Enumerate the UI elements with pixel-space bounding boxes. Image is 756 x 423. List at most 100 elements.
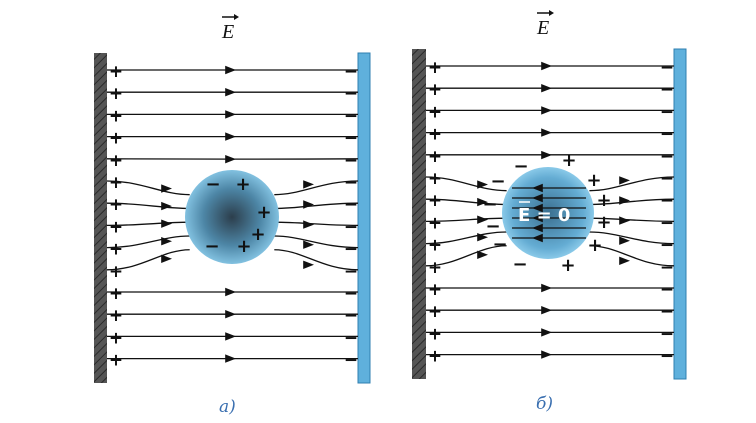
- plate-negative-charge: −: [344, 240, 358, 260]
- field-arrow: [225, 132, 236, 141]
- plate-positive-charge: +: [109, 351, 123, 371]
- plate-negative-charge: −: [660, 280, 674, 300]
- plate-negative-charge: −: [660, 324, 674, 344]
- field-line: [425, 245, 675, 267]
- field-arrow-left: [477, 215, 488, 224]
- plate-negative-charge: −: [344, 173, 358, 193]
- plate-negative-charge: −: [344, 351, 358, 371]
- induced-positive-charge: +: [586, 170, 601, 191]
- field-line: [106, 180, 359, 196]
- induced-positive-charge: +: [596, 190, 611, 211]
- left-plate-b: [412, 49, 426, 379]
- induced-negative-charge: −: [205, 174, 220, 195]
- induced-positive-charge: +: [235, 174, 250, 195]
- plate-positive-charge: +: [428, 125, 442, 145]
- field-arrow-right: [303, 240, 314, 249]
- field-arrow-left: [477, 233, 488, 242]
- field-line: [425, 198, 675, 206]
- field-arrow: [225, 332, 236, 341]
- plate-positive-charge: +: [109, 284, 123, 304]
- plate-negative-charge: −: [660, 58, 674, 78]
- internal-field-arrow: [532, 203, 543, 213]
- field-arrow-right: [619, 216, 630, 225]
- field-line: [106, 249, 359, 271]
- field-line: [106, 202, 359, 210]
- induced-positive-charge: +: [561, 150, 576, 171]
- field-arrow: [225, 354, 236, 363]
- field-arrow: [541, 84, 552, 93]
- induced-negative-charge: −: [512, 254, 527, 275]
- field-arrow: [225, 287, 236, 297]
- plate-positive-charge: +: [428, 280, 442, 300]
- panel-b: E +−+−+−+−+−+−+−+−+−+−+−+−+−+−−+−+−+−+−+…: [412, 10, 687, 414]
- field-arrow-right: [619, 176, 630, 185]
- field-line: [106, 235, 359, 249]
- field-arrow: [541, 306, 552, 315]
- induced-negative-charge: −: [485, 216, 500, 237]
- field-arrow: [541, 150, 552, 160]
- field-arrow-left: [161, 219, 172, 228]
- plate-negative-charge: −: [660, 347, 674, 367]
- plate-negative-charge: −: [660, 147, 674, 167]
- plate-positive-charge: +: [109, 328, 123, 348]
- field-arrow-right: [303, 220, 314, 229]
- plate-positive-charge: +: [428, 258, 442, 278]
- caption-b: б): [536, 394, 553, 414]
- caption-a: а): [219, 397, 236, 417]
- plate-positive-charge: +: [109, 62, 123, 82]
- field-arrow: [541, 128, 552, 137]
- plate-negative-charge: −: [344, 328, 358, 348]
- charges-a: +−+−+−+−+−+−+−+−+−+−+−+−+−+−−+++−+: [109, 62, 358, 371]
- induced-positive-charge: +: [256, 202, 271, 223]
- inside-zero-label: E = 0: [518, 205, 570, 226]
- induced-positive-charge: +: [250, 224, 265, 245]
- field-arrow: [541, 106, 552, 115]
- plate-negative-charge: −: [660, 169, 674, 189]
- plate-negative-charge: −: [344, 306, 358, 326]
- field-arrow-left: [161, 237, 172, 246]
- internal-field-arrow: [532, 223, 543, 233]
- charges-b: +−+−+−+−+−+−+−+−+−+−+−+−+−+−−+−+−+−+−+−+: [428, 58, 674, 367]
- internal-field-lines-b: [512, 183, 586, 243]
- right-plate-b: [673, 48, 687, 380]
- plate-positive-charge: +: [109, 129, 123, 149]
- induced-negative-charge: −: [204, 236, 219, 257]
- internal-field-arrow: [532, 213, 543, 223]
- plate-negative-charge: −: [660, 191, 674, 211]
- plate-negative-charge: −: [660, 80, 674, 100]
- internal-field-arrow: [532, 233, 543, 243]
- plate-negative-charge: −: [660, 125, 674, 145]
- plate-positive-charge: +: [428, 324, 442, 344]
- conductor-sphere-a: [185, 170, 279, 264]
- plate-positive-charge: +: [109, 262, 123, 282]
- plate-positive-charge: +: [109, 151, 123, 171]
- induced-positive-charge: +: [587, 235, 602, 256]
- plate-positive-charge: +: [109, 217, 123, 237]
- plate-positive-charge: +: [428, 58, 442, 78]
- plate-negative-charge: −: [344, 262, 358, 282]
- field-arrow: [541, 61, 552, 71]
- plate-positive-charge: +: [109, 195, 123, 215]
- induced-negative-charge: −: [513, 156, 528, 177]
- field-arrow: [225, 154, 236, 164]
- field-arrow-left: [477, 180, 488, 189]
- field-arrows-b: [477, 61, 630, 359]
- internal-field-arrow: [532, 183, 543, 193]
- field-line: [106, 221, 359, 227]
- inside-field-label: E = 0: [518, 201, 570, 226]
- field-line: [425, 176, 675, 192]
- plate-negative-charge: −: [344, 195, 358, 215]
- field-arrow-right: [619, 196, 630, 205]
- plate-positive-charge: +: [428, 102, 442, 122]
- field-arrow: [225, 65, 236, 75]
- plate-negative-charge: −: [344, 151, 358, 171]
- plate-positive-charge: +: [428, 236, 442, 256]
- right-plate-a: [357, 52, 371, 384]
- field-label-b: E: [536, 17, 549, 39]
- field-arrow-right: [619, 236, 630, 245]
- field-line: [425, 231, 675, 245]
- panel-a: E +−+−+−+−+−+−+−+−+−+−+−+−+−+−−+++−+ а): [94, 14, 371, 417]
- left-plate-a: [94, 53, 107, 383]
- conductor-sphere-b: [502, 167, 594, 259]
- field-arrow-right: [619, 256, 630, 265]
